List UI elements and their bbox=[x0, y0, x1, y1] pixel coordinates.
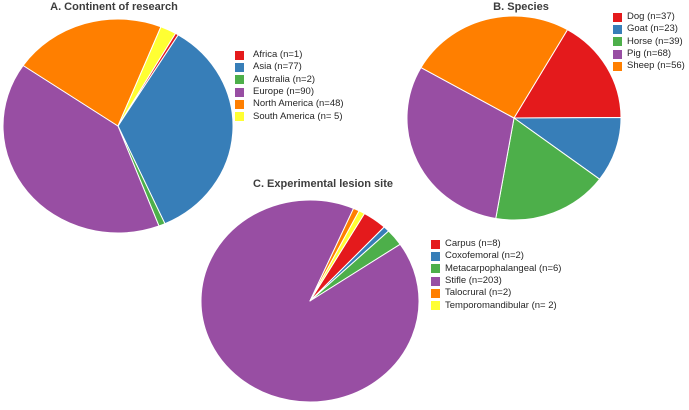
legend-label-experimental-lesion-site-2: Metacarpophalangeal (n=6) bbox=[445, 262, 562, 274]
pie-slice-continent-of-research-1 bbox=[117, 34, 233, 225]
legend-swatch-continent-of-research-4 bbox=[235, 99, 244, 109]
chart-title-lesion-site: C. Experimental lesion site bbox=[253, 178, 393, 190]
legend-item-species-0: Dog (n=37) bbox=[613, 11, 685, 23]
pie-slice-experimental-lesion-site-5 bbox=[309, 210, 365, 302]
legend-label-continent-of-research-2: Australia (n=2) bbox=[253, 73, 316, 85]
legend-item-continent-of-research-4: North America (n=48) bbox=[235, 98, 344, 110]
legend-item-experimental-lesion-site-3: Stifle (n=203) bbox=[431, 275, 561, 287]
legend-label-species-1: Goat (n=23) bbox=[627, 23, 678, 35]
legend-swatch-continent-of-research-3 bbox=[235, 87, 244, 97]
pie-slice-species-2 bbox=[495, 117, 601, 221]
chart-title-species: B. Species bbox=[493, 1, 549, 13]
legend-item-continent-of-research-5: South America (n= 5) bbox=[235, 111, 344, 123]
legend-label-experimental-lesion-site-1: Coxofemoral (n=2) bbox=[445, 250, 524, 262]
legend-item-continent-of-research-2: Australia (n=2) bbox=[235, 74, 344, 86]
pie-continent-of-research bbox=[1, 17, 235, 240]
pie-slice-species-4 bbox=[420, 15, 568, 119]
legend-label-species-2: Horse (n=39) bbox=[627, 35, 683, 47]
legend-item-continent-of-research-3: Europe (n=90) bbox=[235, 86, 344, 98]
legend-item-species-4: Sheep (n=56) bbox=[613, 60, 685, 72]
legend-item-experimental-lesion-site-4: Talocrural (n=2) bbox=[431, 287, 561, 299]
legend-item-continent-of-research-0: Africa (n=1) bbox=[235, 49, 344, 61]
legend-swatch-continent-of-research-0 bbox=[235, 50, 244, 60]
legend-label-species-4: Sheep (n=56) bbox=[627, 60, 685, 72]
legend-item-continent-of-research-1: Asia (n=77) bbox=[235, 61, 344, 73]
legend-item-experimental-lesion-site-0: Carpus (n=8) bbox=[431, 238, 561, 250]
legend-label-experimental-lesion-site-0: Carpus (n=8) bbox=[445, 238, 501, 250]
pie-slice-continent-of-research-4 bbox=[22, 18, 161, 127]
pie-svg-experimental-lesion-site bbox=[200, 199, 420, 403]
legend-label-continent-of-research-4: North America (n=48) bbox=[253, 98, 344, 110]
pie-slice-species-0 bbox=[513, 29, 622, 119]
legend-swatch-experimental-lesion-site-4 bbox=[431, 288, 440, 298]
pie-slice-continent-of-research-3 bbox=[2, 64, 159, 234]
legend-item-species-1: Goat (n=23) bbox=[613, 23, 685, 35]
legend-swatch-species-3 bbox=[613, 49, 622, 59]
legend-item-experimental-lesion-site-2: Metacarpophalangeal (n=6) bbox=[431, 263, 561, 275]
legend-item-species-2: Horse (n=39) bbox=[613, 36, 685, 48]
legend-label-species-0: Dog (n=37) bbox=[627, 11, 675, 23]
legend-label-continent-of-research-5: South America (n= 5) bbox=[253, 110, 343, 122]
legend-swatch-species-1 bbox=[613, 24, 622, 34]
legend-label-species-3: Pig (n=68) bbox=[627, 48, 672, 60]
legend-label-experimental-lesion-site-4: Talocrural (n=2) bbox=[445, 287, 512, 299]
legend-species: Dog (n=37)Goat (n=23)Horse (n=39)Pig (n=… bbox=[613, 11, 685, 73]
legend-item-experimental-lesion-site-1: Coxofemoral (n=2) bbox=[431, 250, 561, 262]
legend-label-experimental-lesion-site-5: Temporomandibular (n= 2) bbox=[445, 299, 557, 311]
legend-swatch-species-0 bbox=[613, 12, 622, 22]
legend-swatch-experimental-lesion-site-0 bbox=[431, 239, 440, 249]
legend-swatch-species-4 bbox=[613, 61, 622, 71]
legend-swatch-experimental-lesion-site-3 bbox=[431, 276, 440, 286]
legend-swatch-experimental-lesion-site-2 bbox=[431, 264, 440, 274]
pie-svg-continent-of-research bbox=[2, 18, 233, 234]
pie-experimental-lesion-site bbox=[199, 198, 421, 409]
legend-swatch-experimental-lesion-site-1 bbox=[431, 251, 440, 261]
legend-swatch-species-2 bbox=[613, 37, 622, 47]
legend-continent-of-research: Africa (n=1)Asia (n=77)Australia (n=2)Eu… bbox=[235, 49, 344, 123]
chart-title-continent: A. Continent of research bbox=[50, 1, 178, 13]
legend-swatch-continent-of-research-2 bbox=[235, 75, 244, 85]
pie-slice-species-1 bbox=[513, 117, 622, 180]
legend-item-species-3: Pig (n=68) bbox=[613, 48, 685, 60]
pie-species bbox=[405, 14, 623, 227]
legend-label-continent-of-research-3: Europe (n=90) bbox=[253, 86, 314, 98]
legend-label-continent-of-research-0: Africa (n=1) bbox=[253, 49, 303, 61]
legend-item-experimental-lesion-site-5: Temporomandibular (n= 2) bbox=[431, 300, 561, 312]
pie-svg-species bbox=[406, 15, 622, 221]
legend-experimental-lesion-site: Carpus (n=8)Coxofemoral (n=2)Metacarpoph… bbox=[431, 238, 561, 312]
pie-slice-species-3 bbox=[406, 67, 515, 220]
legend-label-continent-of-research-1: Asia (n=77) bbox=[253, 61, 302, 73]
legend-swatch-continent-of-research-5 bbox=[235, 112, 244, 122]
legend-swatch-continent-of-research-1 bbox=[235, 62, 244, 72]
pie-slice-continent-of-research-5 bbox=[117, 26, 176, 127]
legend-label-experimental-lesion-site-3: Stifle (n=203) bbox=[445, 275, 502, 287]
legend-swatch-experimental-lesion-site-5 bbox=[431, 301, 440, 311]
